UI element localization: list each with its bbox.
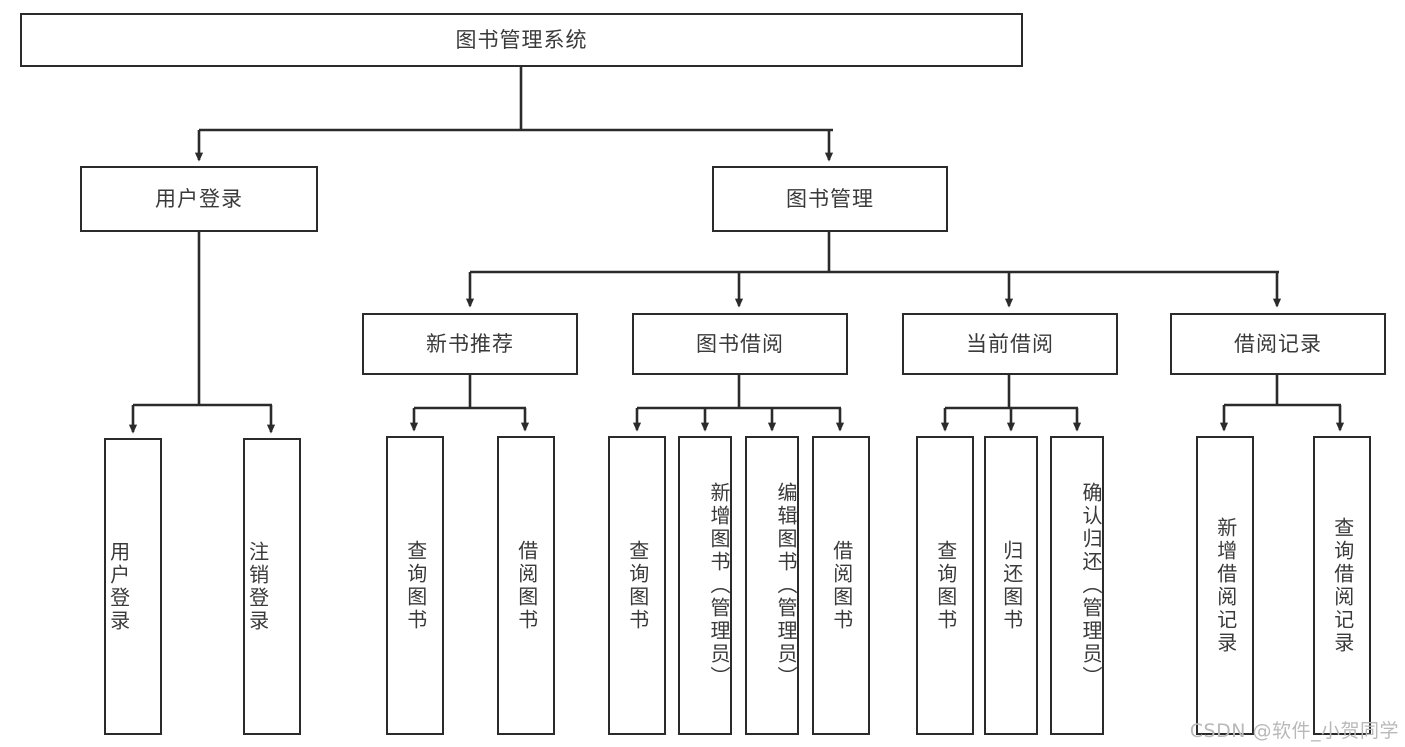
node-book-management[interactable]: 图书管理 bbox=[712, 166, 948, 232]
leaf-current-query-book[interactable]: 查询图书 bbox=[916, 436, 974, 735]
leaf-records-query-record[interactable]: 查询借阅记录 bbox=[1313, 436, 1371, 735]
node-book-borrow-label: 图书借阅 bbox=[696, 331, 784, 356]
leaf-user-login-signin[interactable]: 用户登录 bbox=[104, 438, 162, 735]
leaf-borrow-borrow-book-label: 借阅图书 bbox=[829, 539, 854, 632]
leaf-borrow-add-book[interactable]: 新增图书（管理员） bbox=[678, 436, 732, 735]
leaf-user-login-signout[interactable]: 注销登录 bbox=[243, 438, 301, 735]
node-root[interactable]: 图书管理系统 bbox=[20, 13, 1023, 67]
leaf-borrow-query-book[interactable]: 查询图书 bbox=[608, 436, 666, 735]
node-book-management-label: 图书管理 bbox=[786, 186, 874, 211]
leaf-user-login-signin-label: 用户登录 bbox=[106, 540, 131, 633]
watermark: CSDN @软件_小贺同学 bbox=[1189, 720, 1399, 742]
leaf-new-book-query-label: 查询图书 bbox=[403, 539, 428, 632]
leaf-new-book-query[interactable]: 查询图书 bbox=[386, 436, 444, 735]
node-user-login-label: 用户登录 bbox=[155, 186, 243, 211]
node-user-login[interactable]: 用户登录 bbox=[80, 166, 318, 232]
leaf-borrow-edit-book-label: 编辑图书（管理员） bbox=[774, 482, 798, 689]
node-book-borrow[interactable]: 图书借阅 bbox=[632, 313, 848, 375]
node-borrow-records[interactable]: 借阅记录 bbox=[1170, 313, 1386, 375]
leaf-records-add-record[interactable]: 新增借阅记录 bbox=[1196, 436, 1254, 735]
leaf-borrow-query-book-label: 查询图书 bbox=[625, 539, 650, 632]
leaf-new-book-borrow-label: 借阅图书 bbox=[514, 539, 539, 632]
leaf-current-return-book-label: 归还图书 bbox=[999, 539, 1024, 632]
node-new-book-recommend-label: 新书推荐 bbox=[426, 331, 514, 356]
leaf-records-add-record-label: 新增借阅记录 bbox=[1213, 516, 1238, 655]
leaf-borrow-edit-book[interactable]: 编辑图书（管理员） bbox=[745, 436, 799, 735]
leaf-borrow-add-book-label: 新增图书（管理员） bbox=[707, 482, 731, 689]
node-new-book-recommend[interactable]: 新书推荐 bbox=[362, 313, 578, 375]
leaf-current-query-book-label: 查询图书 bbox=[933, 539, 958, 632]
leaf-current-return-book[interactable]: 归还图书 bbox=[984, 436, 1038, 735]
node-current-borrow[interactable]: 当前借阅 bbox=[902, 313, 1118, 375]
node-current-borrow-label: 当前借阅 bbox=[966, 331, 1054, 356]
leaf-new-book-borrow[interactable]: 借阅图书 bbox=[497, 436, 555, 735]
node-borrow-records-label: 借阅记录 bbox=[1234, 331, 1322, 356]
leaf-user-login-signout-label: 注销登录 bbox=[245, 540, 270, 633]
node-root-label: 图书管理系统 bbox=[455, 27, 588, 52]
leaf-current-confirm-return-label: 确认归还（管理员） bbox=[1079, 482, 1103, 689]
leaf-borrow-borrow-book[interactable]: 借阅图书 bbox=[812, 436, 870, 735]
leaf-records-query-record-label: 查询借阅记录 bbox=[1330, 516, 1355, 655]
leaf-current-confirm-return[interactable]: 确认归还（管理员） bbox=[1050, 436, 1104, 735]
